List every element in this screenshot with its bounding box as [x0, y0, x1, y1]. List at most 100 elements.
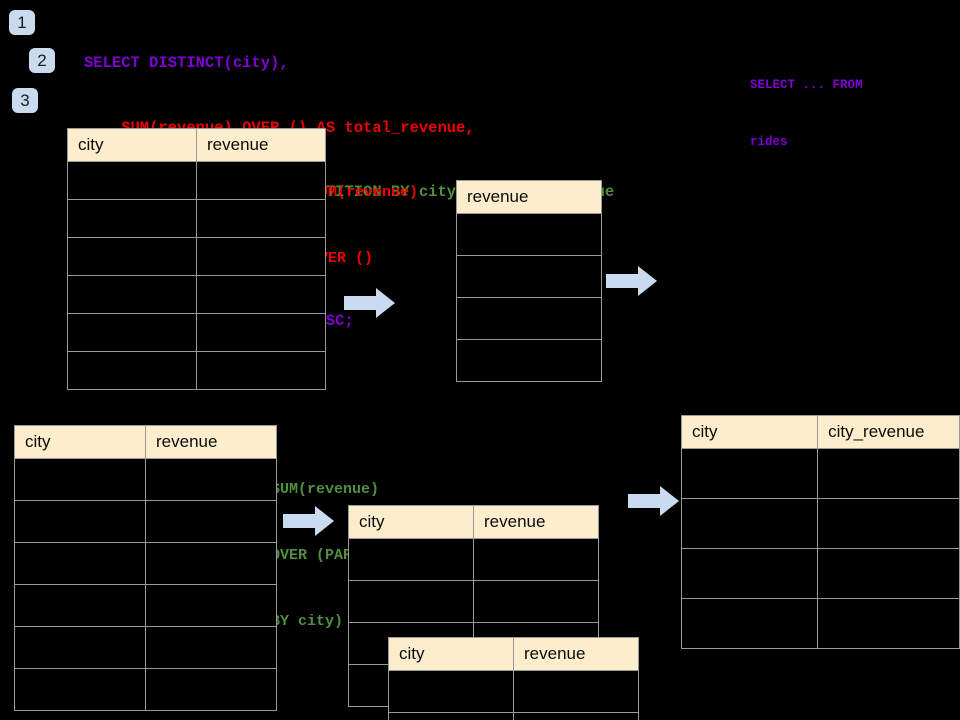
table-row [348, 538, 599, 581]
table-row [14, 626, 277, 669]
table-row [680, 498, 960, 549]
annotation-over-empty-line-1: SUM(revenue) [310, 184, 419, 201]
arrow-total-to-result [606, 266, 657, 296]
col-header-city: city [348, 505, 474, 539]
col-header-revenue: revenue [513, 637, 639, 671]
table-cell [145, 584, 277, 627]
table-cell [196, 351, 326, 390]
table-row [14, 542, 277, 585]
col-header-revenue: revenue [196, 128, 326, 162]
table-cell [196, 237, 326, 276]
table-body [680, 448, 960, 649]
table-cell [145, 542, 277, 585]
side-note-line-1: SELECT ... FROM [750, 78, 863, 92]
table-cell [817, 448, 960, 499]
table-cell [456, 297, 602, 340]
table-header-row: city revenue [67, 128, 326, 162]
col-header-revenue: revenue [473, 505, 599, 539]
table-cell [388, 670, 514, 713]
step-badge-2: 2 [29, 48, 55, 73]
step-badge-2-label: 2 [37, 51, 47, 70]
side-note-select-from-rides: SELECT ... FROM rides [750, 38, 863, 190]
table-cell [196, 161, 326, 200]
arrow-source-to-partition [283, 506, 334, 536]
table-cell [196, 313, 326, 352]
table-header-row: city revenue [14, 425, 277, 459]
table-row [388, 712, 639, 720]
table-cell [67, 199, 197, 238]
table-cell [817, 498, 960, 549]
arrow-partition-to-result [628, 486, 679, 516]
table-row [14, 668, 277, 711]
table-row [680, 598, 960, 649]
table-cell [473, 580, 599, 623]
table-row [67, 199, 326, 238]
table-cell [145, 668, 277, 711]
table-header-row: city revenue [348, 505, 599, 539]
table-cell [67, 161, 197, 200]
table-row [67, 275, 326, 314]
table-header-row: revenue [456, 180, 602, 214]
step-badge-1-label: 1 [17, 13, 27, 32]
col-header-city: city [388, 637, 514, 671]
table-cell [14, 668, 146, 711]
annotation-over-empty-line-2: OVER () [310, 250, 374, 267]
table-row [680, 448, 960, 499]
table-cell [817, 598, 960, 649]
annotation-over-partition: SUM(revenue) OVER (PARTITION BY city) [271, 435, 406, 677]
table-cell [14, 500, 146, 543]
col-header-revenue: revenue [456, 180, 602, 214]
col-header-revenue: revenue [145, 425, 277, 459]
table-cell [67, 351, 197, 390]
side-note-line-2: rides [750, 135, 788, 149]
table-cell [14, 542, 146, 585]
sql-line-1: SELECT DISTINCT(city), [84, 54, 289, 72]
table-cell [680, 548, 819, 599]
table-cell [680, 448, 819, 499]
table-result: city city_revenue [680, 415, 960, 649]
table-row [14, 458, 277, 501]
col-header-city: city [680, 415, 819, 449]
table-cell [456, 255, 602, 298]
table-row [67, 161, 326, 200]
table-row [67, 313, 326, 352]
col-header-city: city [14, 425, 146, 459]
table-cell [196, 275, 326, 314]
arrow-source-to-total [344, 288, 395, 318]
table-cell [67, 237, 197, 276]
table-body [456, 213, 602, 382]
table-cell [680, 498, 819, 549]
table-body [388, 670, 639, 720]
table-cell [456, 339, 602, 382]
table-cell [348, 580, 474, 623]
table-row [14, 584, 277, 627]
col-header-city: city [67, 128, 197, 162]
annotation-over-partition-line-1: SUM(revenue) [271, 481, 380, 498]
table-cell [14, 458, 146, 501]
table-cell [513, 670, 639, 713]
col-header-city-revenue: city_revenue [817, 415, 960, 449]
table-cell [680, 598, 819, 649]
table-row [456, 297, 602, 340]
table-cell [145, 500, 277, 543]
table-cell [388, 712, 514, 720]
table-cell [196, 199, 326, 238]
table-row [67, 237, 326, 276]
table-row [388, 670, 639, 713]
table-row [456, 213, 602, 256]
table-cell [817, 548, 960, 599]
table-row [456, 255, 602, 298]
table-cell [67, 275, 197, 314]
table-total-revenue: revenue [456, 180, 602, 382]
table-cell [473, 538, 599, 581]
table-source-bottom: city revenue [14, 425, 277, 711]
step-badge-3-label: 3 [20, 91, 30, 110]
table-row [680, 548, 960, 599]
table-cell [145, 626, 277, 669]
table-partition-front: city revenue [388, 637, 639, 720]
table-cell [513, 712, 639, 720]
step-badge-1: 1 [9, 10, 35, 35]
table-row [348, 580, 599, 623]
step-badge-3: 3 [12, 88, 38, 113]
